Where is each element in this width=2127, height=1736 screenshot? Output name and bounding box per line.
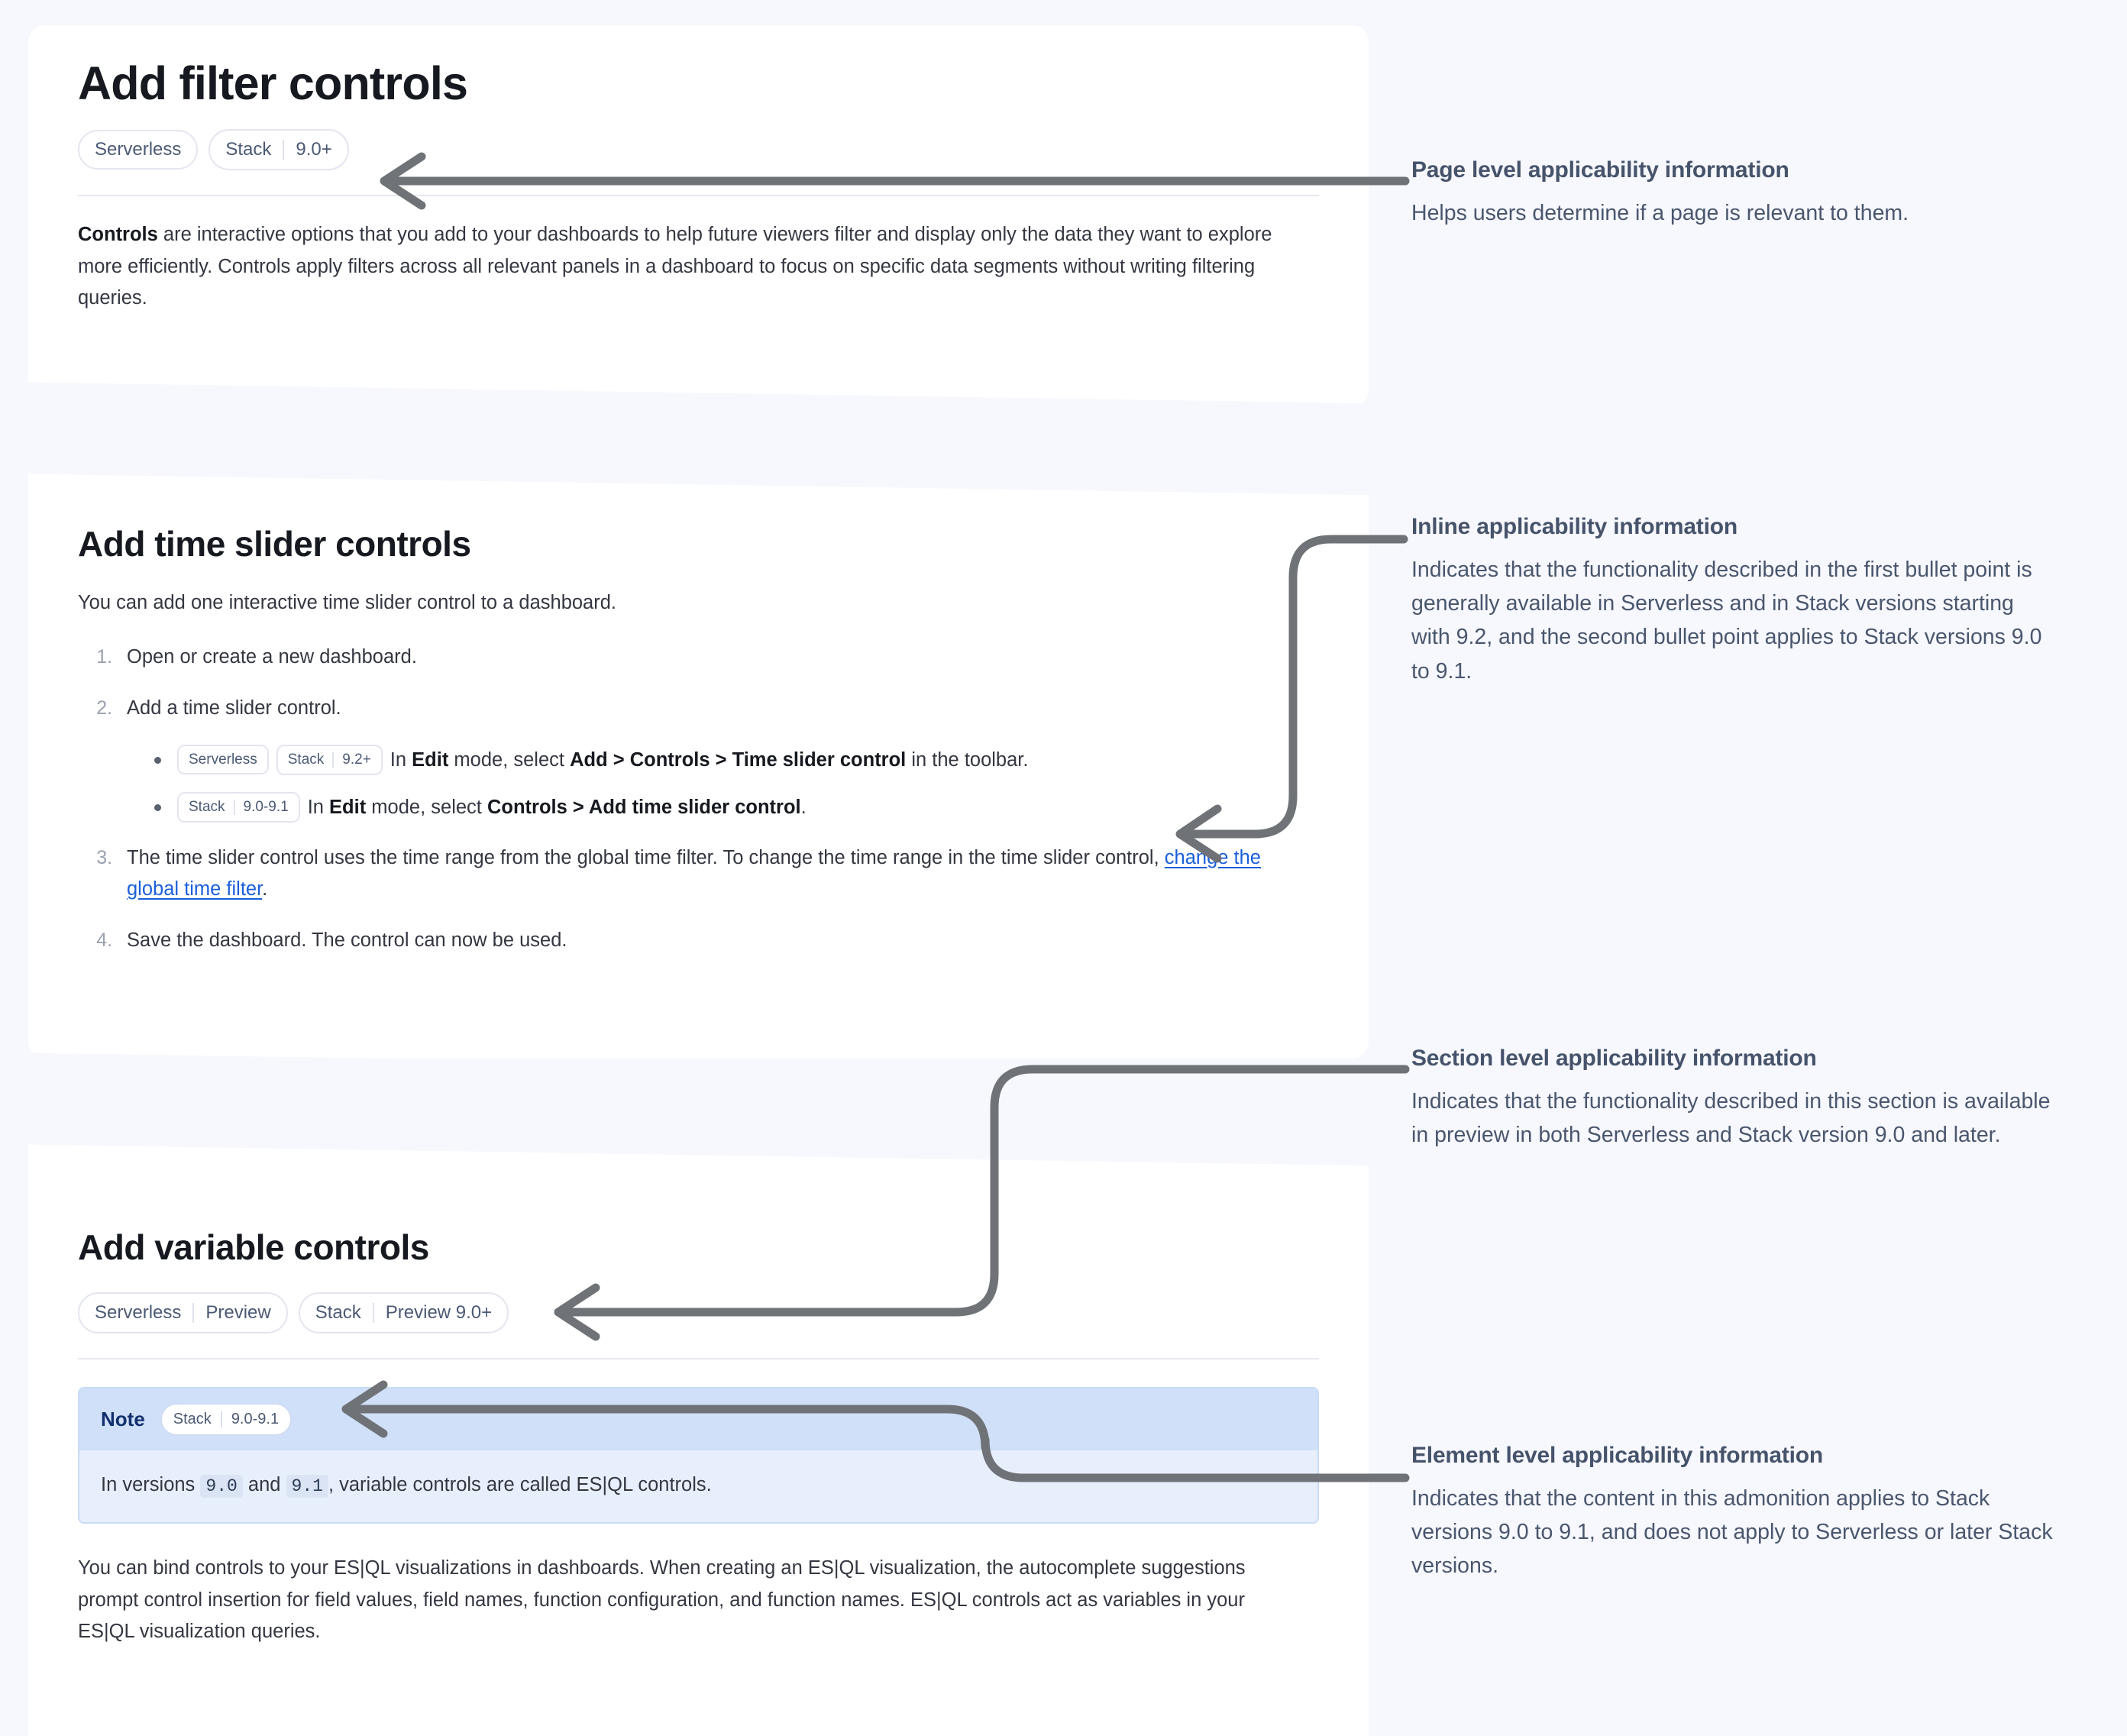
note-text: and — [242, 1473, 286, 1495]
badge-serverless[interactable]: Serverless — [78, 130, 199, 170]
badge-version: 9.0+ — [296, 139, 332, 160]
step-text: Add a time slider control. — [127, 697, 341, 719]
badge-version: 9.2+ — [342, 752, 371, 768]
list-item: Stack 9.0-9.1 In Edit mode, select Contr… — [151, 791, 1319, 823]
badge-label: Stack — [173, 1411, 212, 1428]
badge-label: Serverless — [189, 752, 257, 768]
seg-strong: Add > Controls > Time slider control — [570, 748, 907, 771]
variable-paragraph: You can bind controls to your ES|QL visu… — [78, 1557, 1246, 1642]
badge-divider — [332, 752, 335, 768]
badge-stack[interactable]: Stack 9.0+ — [208, 129, 349, 171]
seg-strong: Edit — [329, 796, 367, 818]
badge-label: Stack — [315, 1301, 361, 1323]
annotation-section-level: Section level applicability information … — [1411, 1045, 2053, 1152]
time-slider-sub-bullets: Serverless Stack 9.2+ In Edit mode, sele… — [127, 744, 1319, 823]
seg: in the toolbar. — [906, 748, 1029, 771]
bullet-text: In Edit mode, select Controls > Add time… — [308, 793, 807, 822]
step-item: Open or create a new dashboard. — [118, 642, 1319, 673]
version-code: 9.0 — [200, 1474, 243, 1498]
annotation-title: Section level applicability information — [1411, 1046, 1817, 1071]
page-applicability-badges: Serverless Stack 9.0+ — [78, 129, 1319, 171]
seg-strong: Edit — [412, 748, 449, 771]
step-item: Save the dashboard. The control can now … — [118, 925, 1319, 956]
intro-rest: are interactive options that you add to … — [78, 224, 1272, 309]
annotation-page-level: Page level applicability information Hel… — [1411, 157, 2053, 230]
time-slider-steps: Open or create a new dashboard. Add a ti… — [78, 642, 1319, 956]
badge-version: Preview 9.0+ — [385, 1301, 493, 1323]
badge-stack[interactable]: Stack 9.2+ — [276, 744, 383, 775]
annotation-body: Helps users determine if a page is relev… — [1411, 201, 1909, 225]
seg: mode, select — [366, 796, 487, 818]
badge-divider — [233, 799, 235, 815]
step-text: Open or create a new dashboard. — [127, 646, 417, 668]
badge-serverless[interactable]: Serverless — [177, 745, 269, 775]
badge-version: 9.0-9.1 — [243, 799, 289, 816]
note-header: Note Stack 9.0-9.1 — [79, 1388, 1317, 1450]
step-text: The time slider control uses the time ra… — [127, 846, 1165, 868]
note-body: In versions 9.0 and 9.1, variable contro… — [79, 1450, 1317, 1523]
intro-lead: Controls — [78, 224, 158, 246]
badge-stack-preview[interactable]: Stack Preview 9.0+ — [298, 1291, 509, 1334]
seg: . — [800, 796, 807, 818]
badge-divider — [220, 1411, 222, 1427]
annotation-title: Page level applicability information — [1411, 157, 1789, 183]
badge-label: Stack — [225, 139, 272, 160]
intro-paragraph: Controls are interactive options that yo… — [78, 219, 1292, 314]
step-item: The time slider control uses the time ra… — [118, 842, 1286, 906]
step-text: Save the dashboard. The control can now … — [127, 929, 567, 952]
section-applicability-badges: Serverless Preview Stack Preview 9.0+ — [78, 1291, 1319, 1334]
step-item: Add a time slider control. Serverless St… — [118, 693, 1319, 823]
badge-label: Stack — [287, 752, 325, 768]
note-admonition: Note Stack 9.0-9.1 In versions 9.0 and 9… — [78, 1386, 1319, 1524]
section-title-time-slider: Add time slider controls — [78, 524, 471, 564]
section-divider — [78, 1357, 1319, 1359]
title-divider — [78, 195, 1319, 197]
seg: In — [307, 796, 330, 818]
annotation-title: Element level applicability information — [1411, 1443, 1823, 1468]
annotation-inline-level: Inline applicability information Indicat… — [1411, 513, 2053, 688]
page-card-time-slider: Add time slider controls You can add one… — [28, 448, 1369, 1059]
page-title: Add filter controls — [78, 57, 468, 109]
badge-serverless-preview[interactable]: Serverless Preview — [78, 1291, 288, 1334]
badge-divider — [283, 140, 285, 160]
page-card-intro: Add filter controls Serverless Stack 9.0… — [28, 25, 1369, 407]
time-slider-intro: You can add one interactive time slider … — [78, 591, 616, 613]
annotation-title: Inline applicability information — [1411, 514, 1737, 539]
badge-label: Serverless — [95, 1301, 182, 1323]
note-title: Note — [101, 1407, 145, 1431]
badge-version: 9.0-9.1 — [231, 1411, 280, 1428]
badge-divider — [192, 1302, 195, 1323]
list-item: Serverless Stack 9.2+ In Edit mode, sele… — [151, 744, 1319, 775]
seg: mode, select — [448, 748, 571, 771]
seg-strong: Controls > Add time slider control — [486, 796, 801, 818]
annotation-body: Indicates that the functionality describ… — [1411, 1089, 2051, 1148]
badge-stack[interactable]: Stack 9.0-9.1 — [177, 791, 300, 823]
annotation-body: Indicates that the content in this admon… — [1411, 1486, 2053, 1579]
annotation-element-level: Element level applicability information … — [1411, 1442, 2053, 1583]
step-text-tail: . — [262, 878, 268, 900]
badge-label: Serverless — [95, 139, 182, 160]
bullet-text: In Edit mode, select Add > Controls > Ti… — [390, 745, 1029, 774]
note-text: In versions — [101, 1473, 201, 1495]
badge-divider — [372, 1302, 374, 1323]
seg: In — [390, 748, 412, 771]
section-title-variable: Add variable controls — [78, 1227, 429, 1267]
badge-version: Preview — [205, 1301, 271, 1323]
page-card-variable-controls: Add variable controls Serverless Preview… — [28, 1120, 1369, 1736]
badge-label: Stack — [189, 799, 225, 816]
note-text: , variable controls are called ES|QL con… — [328, 1473, 712, 1495]
badge-stack[interactable]: Stack 9.0-9.1 — [160, 1402, 293, 1436]
version-code: 9.1 — [286, 1474, 328, 1498]
annotation-body: Indicates that the functionality describ… — [1411, 558, 2042, 684]
